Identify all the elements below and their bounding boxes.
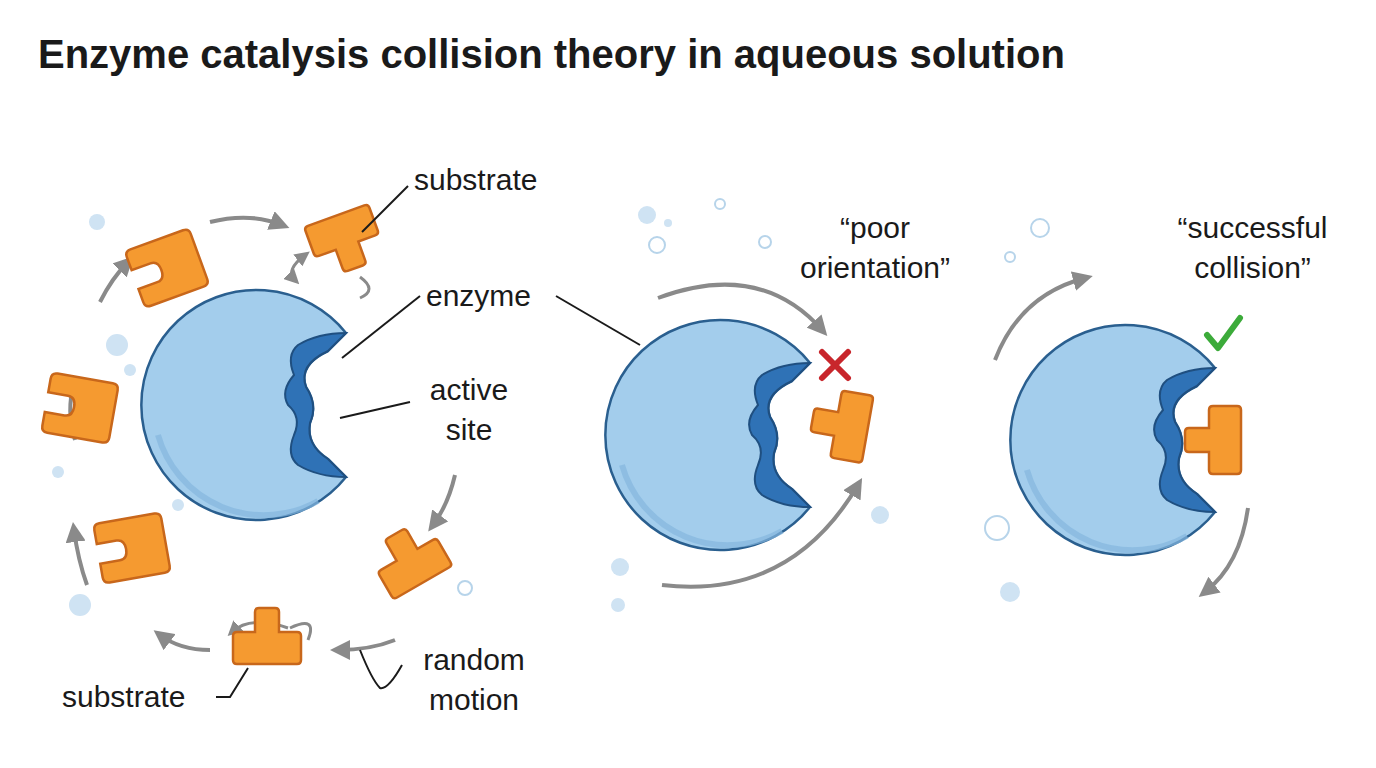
part-label: substrate [414,160,574,200]
title: Enzyme catalysis collision theory in aqu… [38,30,1065,78]
part-label: active site [414,370,524,450]
part-label: enzyme [426,276,556,316]
part-label: substrate [62,677,212,717]
state-label: “successful collision” [1140,208,1365,288]
state-label: “poor orientation” [770,208,980,288]
part-label: random motion [404,640,544,720]
